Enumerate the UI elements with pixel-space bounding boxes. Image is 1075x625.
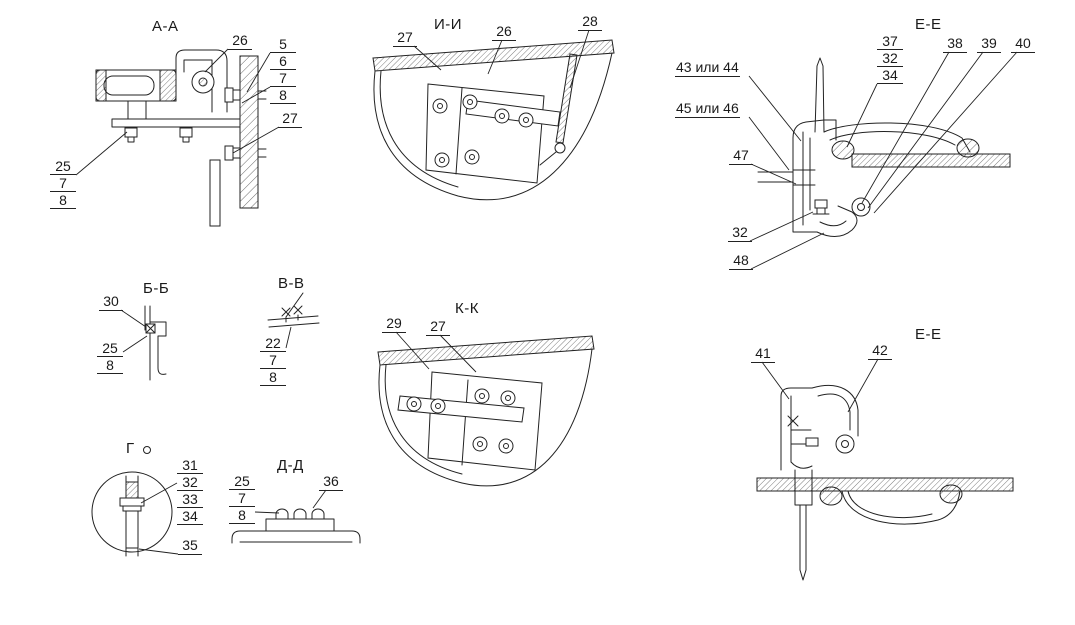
view-vv-linework	[267, 292, 320, 349]
callout-dd-25: 25	[229, 473, 255, 490]
callout-ee2-42: 42	[868, 342, 892, 360]
callout-stack-vv: 22 7 8	[260, 335, 286, 386]
callout-stack-aa-top: 5 6 7 8	[270, 36, 296, 104]
callout-stack-ee-top: 37 32 34	[877, 33, 903, 84]
view-dd-linework	[231, 489, 361, 544]
callout-ee-43-44: 43 или 44	[675, 59, 740, 77]
view-ee-top-linework	[748, 51, 1018, 270]
callout-aa-8: 8	[270, 87, 296, 104]
view-g-linework	[91, 446, 179, 557]
callout-aa-27: 27	[278, 110, 302, 128]
view-bb-linework	[120, 305, 167, 381]
callout-vv-8: 8	[260, 369, 286, 386]
callout-dd-36: 36	[319, 473, 343, 491]
view-title-ii: И-И	[434, 16, 463, 33]
callout-vv-22: 22	[260, 335, 286, 352]
callout-vv-7: 7	[260, 352, 286, 369]
view-aa-linework	[75, 48, 280, 227]
callout-bb-30: 30	[99, 293, 123, 311]
callout-ee-32: 32	[728, 224, 752, 242]
callout-stack-bb: 25 8	[97, 340, 123, 374]
callout-ii-28: 28	[578, 13, 602, 31]
view-title-aa: А-А	[152, 18, 179, 35]
callout-ee-39: 39	[977, 35, 1001, 53]
callout-aa-7: 7	[270, 70, 296, 87]
callout-aa-8b: 8	[50, 192, 76, 209]
view-ii-linework	[372, 29, 615, 201]
callout-aa-25: 25	[50, 158, 76, 175]
view-title-dd: Д-Д	[277, 457, 304, 474]
callout-aa-26: 26	[228, 32, 252, 50]
callout-bb-25: 25	[97, 340, 123, 357]
callout-ee-40: 40	[1011, 35, 1035, 53]
callout-ee2-41: 41	[751, 345, 775, 363]
callout-ii-27: 27	[393, 29, 417, 47]
view-title-bb: Б-Б	[143, 280, 170, 297]
callout-stack-g: 31 32 33 34	[177, 457, 203, 525]
callout-ee-47: 47	[729, 147, 753, 165]
callout-g-33: 33	[177, 491, 203, 508]
callout-g-34: 34	[177, 508, 203, 525]
callout-dd-7: 7	[229, 490, 255, 507]
view-title-vv: В-В	[278, 275, 305, 292]
callout-stack-dd: 25 7 8	[229, 473, 255, 524]
callout-ee-37: 37	[877, 33, 903, 50]
view-title-ee-bottom: Е-Е	[915, 326, 942, 343]
callout-ee-48: 48	[729, 252, 753, 270]
callout-bb-8: 8	[97, 357, 123, 374]
callout-ee-34: 34	[877, 67, 903, 84]
view-kk-linework	[377, 331, 595, 487]
callout-dd-8: 8	[229, 507, 255, 524]
callout-ee-38: 38	[943, 35, 967, 53]
view-title-ee-top: Е-Е	[915, 16, 942, 33]
callout-kk-29: 29	[382, 315, 406, 333]
callout-g-32: 32	[177, 474, 203, 491]
callout-ee-45-46: 45 или 46	[675, 100, 740, 118]
callout-aa-7b: 7	[50, 175, 76, 192]
callout-ii-26: 26	[492, 23, 516, 41]
view-ee-bottom-linework	[756, 358, 1014, 581]
callout-aa-5: 5	[270, 36, 296, 53]
callout-aa-6: 6	[270, 53, 296, 70]
callout-kk-27: 27	[426, 318, 450, 336]
callout-g-31: 31	[177, 457, 203, 474]
callout-stack-aa-left: 25 7 8	[50, 158, 76, 209]
view-title-g: Г	[126, 440, 135, 457]
view-title-kk: К-К	[455, 300, 479, 317]
callout-ee-32a: 32	[877, 50, 903, 67]
callout-g-35: 35	[178, 537, 202, 555]
